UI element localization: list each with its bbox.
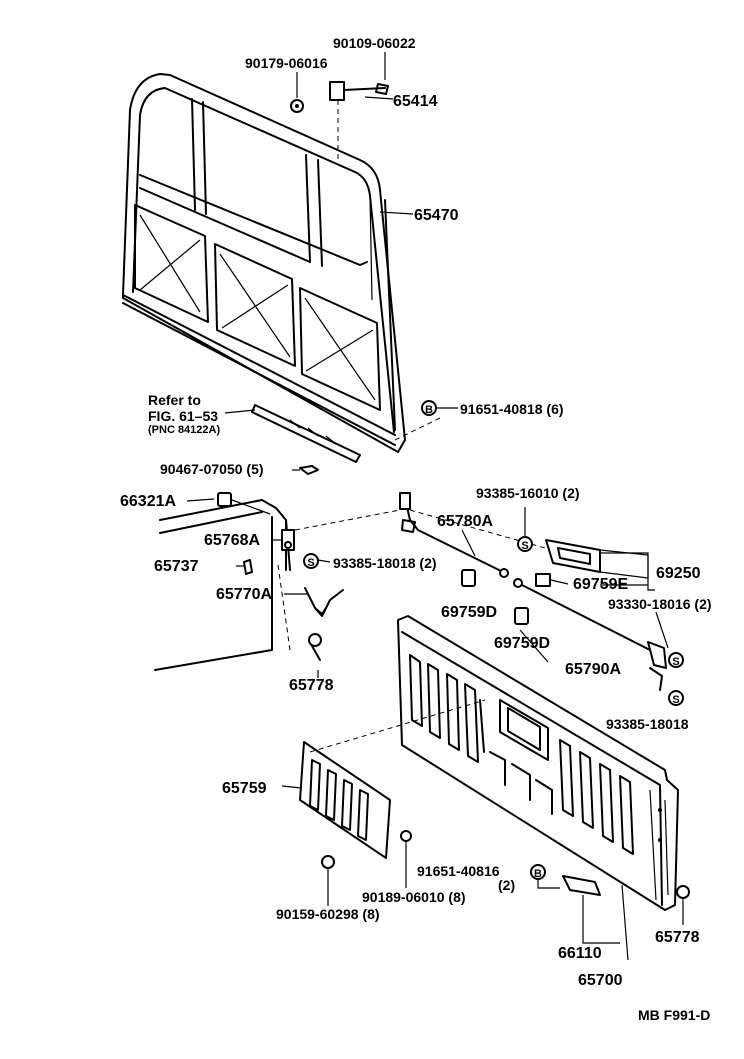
leader-bracket bbox=[294, 509, 401, 531]
symbol-s-3: S bbox=[668, 652, 684, 668]
figure-code: MB F991-D bbox=[638, 1007, 710, 1023]
nut-90179 bbox=[290, 99, 304, 113]
bracket-65768a bbox=[281, 529, 295, 551]
plate-65759 bbox=[281, 741, 391, 859]
label-65700: 65700 bbox=[578, 972, 623, 989]
label-91651-40818: 91651-40818 (6) bbox=[460, 401, 564, 417]
symbol-b-bottom: B bbox=[530, 864, 560, 889]
leader-lines bbox=[186, 52, 669, 678]
label-65470: 65470 bbox=[414, 207, 459, 224]
circled-b-label-2: B bbox=[534, 868, 542, 880]
striker-65778-right bbox=[676, 885, 690, 925]
screw-90189 bbox=[400, 830, 412, 888]
symbol-s-1: S bbox=[517, 536, 533, 552]
label-65770a: 65770A bbox=[216, 586, 272, 603]
label-69759d-2: 69759D bbox=[494, 635, 550, 652]
striker-65778-left bbox=[308, 633, 322, 661]
label-91651-40816-qty: (2) bbox=[498, 877, 515, 893]
cable-65790a bbox=[513, 578, 667, 691]
label-66110: 66110 bbox=[558, 945, 602, 962]
label-69759e: 69759E bbox=[573, 576, 628, 593]
svg-text:S: S bbox=[672, 656, 679, 668]
label-refer-fig: FIG. 61–53 bbox=[148, 408, 218, 424]
leader-65700 bbox=[621, 884, 629, 961]
cap-66321a bbox=[217, 492, 271, 515]
label-90467-07050: 90467-07050 (5) bbox=[160, 461, 264, 477]
label-65778-right: 65778 bbox=[655, 929, 700, 946]
bushing-69759d-1 bbox=[461, 569, 476, 587]
tailgate-65700 bbox=[397, 615, 679, 911]
reflector-bar bbox=[224, 404, 361, 463]
leader-plate bbox=[309, 699, 486, 753]
label-93330-18016: 93330-18016 (2) bbox=[608, 596, 712, 612]
symbol-s-2: S bbox=[303, 553, 319, 569]
label-69250: 69250 bbox=[656, 565, 701, 582]
label-90109-06022: 90109-06022 bbox=[333, 35, 416, 51]
label-90189-06010: 90189-06010 (8) bbox=[362, 889, 466, 905]
bushing-69759d-2 bbox=[514, 607, 529, 625]
hinge-65414 bbox=[329, 81, 389, 160]
label-90159-60298: 90159-60298 (8) bbox=[276, 906, 380, 922]
label-65778-left: 65778 bbox=[289, 677, 334, 694]
label-65414: 65414 bbox=[393, 93, 438, 110]
circled-b-label: B bbox=[425, 404, 433, 416]
part-labels: 90109-06022 90179-06016 65414 65470 Refe… bbox=[120, 35, 712, 1023]
bushing-69759e bbox=[535, 573, 551, 587]
label-65737: 65737 bbox=[154, 558, 199, 575]
headboard-65470 bbox=[122, 73, 406, 453]
label-93385-16010: 93385-16010 (2) bbox=[476, 485, 580, 501]
label-93385-18018-2: 93385-18018 (2) bbox=[333, 555, 437, 571]
label-66321a: 66321A bbox=[120, 493, 176, 510]
svg-text:S: S bbox=[307, 557, 314, 569]
symbol-b-top: B bbox=[421, 400, 437, 416]
bracket-66110 bbox=[562, 875, 620, 944]
label-refer-pnc: (PNC 84122A) bbox=[148, 424, 220, 436]
link-65770a bbox=[304, 587, 344, 617]
screw-90159 bbox=[321, 855, 335, 906]
clip-65737 bbox=[243, 559, 253, 575]
label-refer-to: Refer to bbox=[148, 392, 201, 408]
label-69759d-1: 69759D bbox=[441, 604, 497, 621]
svg-text:S: S bbox=[672, 694, 679, 706]
bed-side bbox=[154, 499, 291, 671]
leader-bracket2 bbox=[277, 564, 291, 651]
handle-69250 bbox=[545, 539, 649, 579]
label-65790a: 65790A bbox=[565, 661, 621, 678]
label-65759: 65759 bbox=[222, 780, 267, 797]
label-91651-40816: 91651-40816 bbox=[417, 863, 500, 879]
leader-91651a bbox=[394, 417, 441, 441]
symbol-s-4: S bbox=[668, 690, 684, 706]
label-90179-06016: 90179-06016 bbox=[245, 55, 328, 71]
svg-text:S: S bbox=[521, 540, 528, 552]
cable-65780a bbox=[399, 492, 509, 578]
label-65780a: 65780A bbox=[437, 513, 493, 530]
label-93385-18018: 93385-18018 bbox=[606, 716, 689, 732]
label-65768a: 65768A bbox=[204, 532, 260, 549]
clip-90467 bbox=[299, 465, 319, 475]
